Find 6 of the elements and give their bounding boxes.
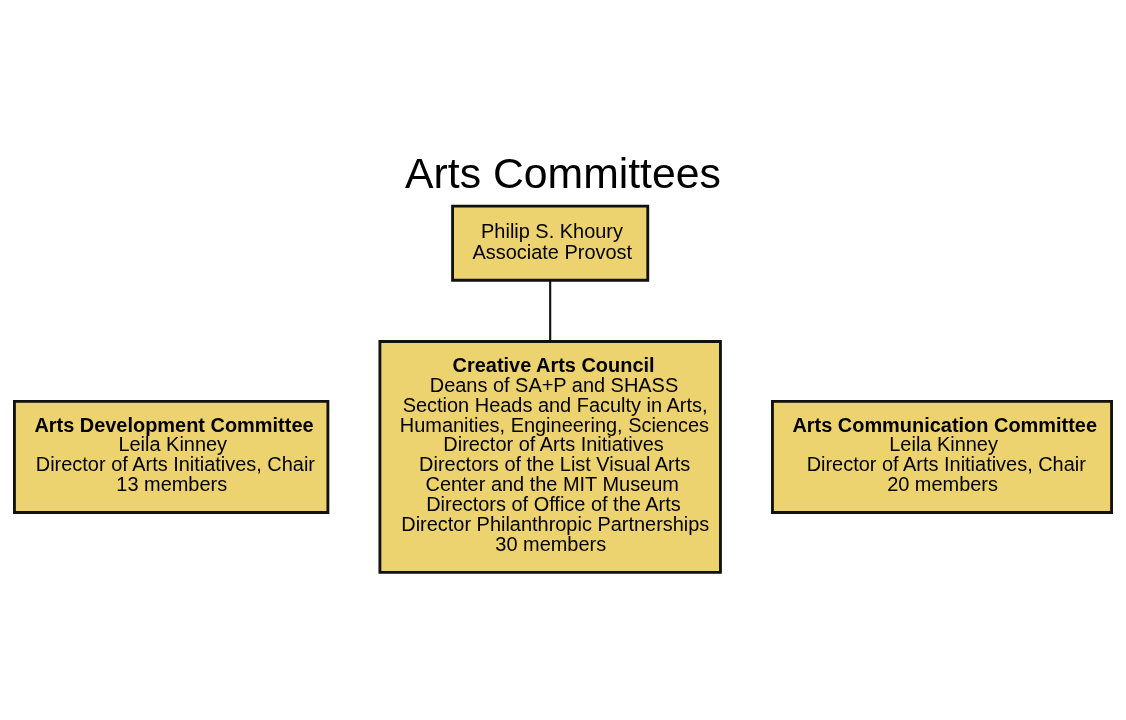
diagram-title: Arts Committees — [405, 148, 721, 197]
node-box: Arts Communication Committee Leila Kinney Director of Arts Initiatives, Chair 20 members — [771, 399, 1113, 514]
node-box: Arts Development Committee Leila Kinney Director of Arts Initiatives, Chair 13 members — [13, 399, 330, 514]
node-box: Creative Arts Council Deans of SA+P and SHASS Section Heads and Faculty in Arts, Humanities, Engineering, Sciences Director of Arts Initiatives Directors of the List Visual Arts Center and the MIT Museum Directors of Office of the Arts Director Philanthropic Partnerships 30 members — [378, 340, 722, 574]
connector — [549, 280, 552, 342]
node-box: Philip S. Khoury Associate Provost — [451, 204, 650, 282]
